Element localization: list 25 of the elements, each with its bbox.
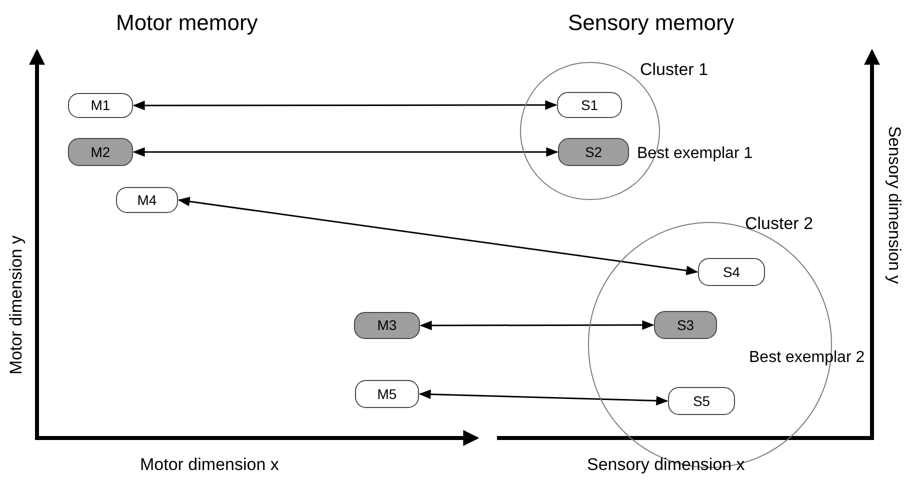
cluster-heading: Cluster 1 (640, 60, 708, 80)
memory-item: S2 (558, 138, 629, 166)
double-arrow (420, 320, 654, 330)
memory-item: M3 (354, 312, 420, 339)
double-arrow (178, 196, 698, 276)
memory-item: M4 (116, 187, 178, 213)
double-arrow (132, 147, 558, 157)
panel-title: Motor memory (116, 9, 258, 37)
memory-item: M2 (68, 138, 133, 166)
memory-item: S1 (557, 92, 622, 118)
panel-title: Sensory memory (568, 9, 734, 37)
exemplar-label: Best exemplar 1 (637, 144, 753, 164)
exemplar-label: Best exemplar 2 (749, 348, 865, 368)
axis-label: Motor dimension x (140, 454, 279, 476)
axis-label: Motor dimension y (5, 236, 26, 374)
axis-label: Sensory dimension y (884, 126, 905, 284)
memory-item: M5 (355, 380, 419, 408)
memory-item: S5 (668, 387, 735, 415)
axis-label: Sensory dimension x (587, 454, 745, 476)
memory-item: S3 (654, 311, 717, 339)
double-arrow (418, 390, 668, 406)
cluster-heading: Cluster 2 (745, 214, 814, 234)
memory-item: S4 (698, 258, 765, 286)
memory-item: M1 (68, 93, 133, 118)
double-arrow (132, 100, 558, 110)
